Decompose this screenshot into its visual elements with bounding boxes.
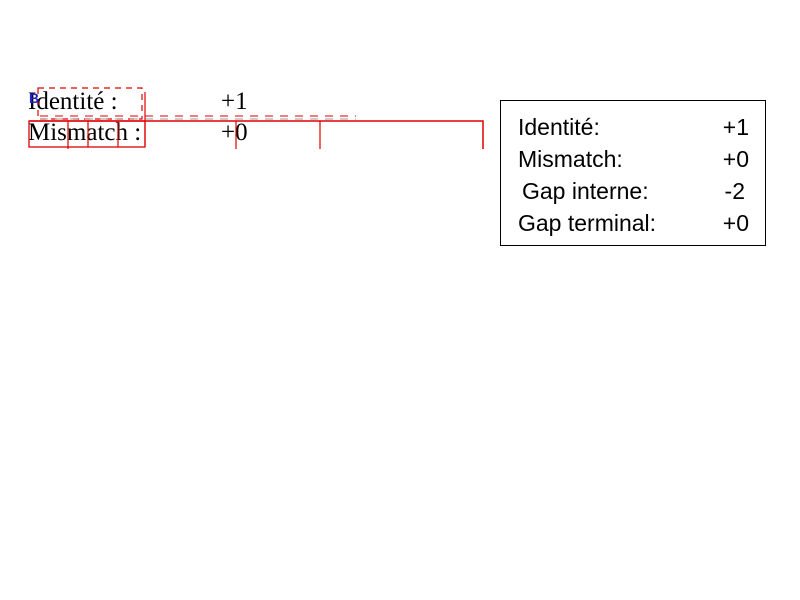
text-cursor-marker-icon: B [29, 90, 40, 106]
score-row-gap-internal: Gap interne: -2 [501, 175, 767, 207]
editing-label-identity: Identité : [28, 88, 118, 115]
score-value-identity: +1 [722, 114, 749, 140]
score-row-mismatch: Mismatch: +0 [501, 143, 767, 175]
editing-value-mismatch: +0 [221, 119, 248, 146]
score-text-box[interactable]: Identité: +1 Mismatch: +0 Gap interne: -… [500, 100, 766, 246]
score-value-gap-terminal: +0 [722, 210, 749, 236]
score-label-gap-internal: Gap interne: [522, 178, 649, 204]
score-label-identity: Identité: [518, 114, 600, 140]
editing-value-identity: +1 [221, 88, 248, 115]
score-value-gap-internal: -2 [724, 178, 745, 204]
score-row-gap-terminal: Gap terminal: +0 [501, 207, 767, 239]
score-label-gap-terminal: Gap terminal: [518, 210, 657, 236]
score-row-identity: Identité: +1 [501, 111, 767, 143]
editing-label-mismatch: Mismatch : [28, 119, 142, 146]
score-label-mismatch: Mismatch: [518, 146, 623, 172]
score-value-mismatch: +0 [722, 146, 749, 172]
